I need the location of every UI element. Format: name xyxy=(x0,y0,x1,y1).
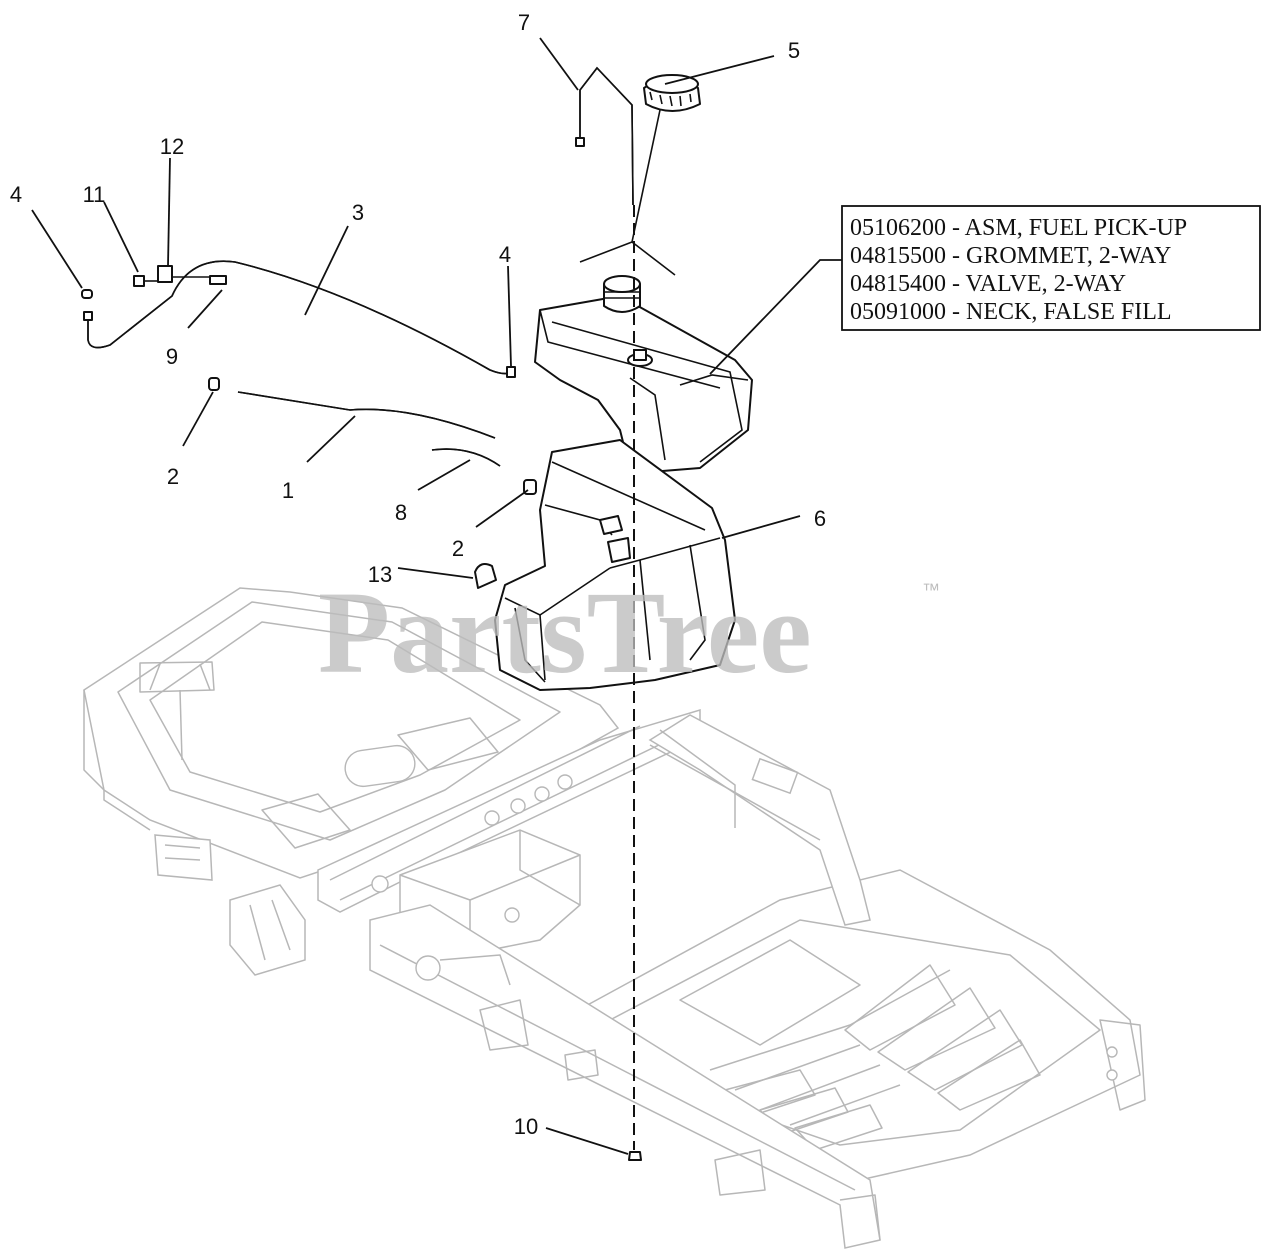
fitting-item-4-left xyxy=(81,289,93,299)
legend-box xyxy=(841,205,1261,331)
callout-2-left: 2 xyxy=(167,464,179,489)
callout-4-left: 4 xyxy=(10,182,22,207)
callout-12: 12 xyxy=(160,134,184,159)
callout-13: 13 xyxy=(368,562,392,587)
callout-10: 10 xyxy=(514,1114,538,1139)
valve-item-12 xyxy=(157,265,173,283)
legend-line-grommet: 04815500 - GROMMET, 2-WAY xyxy=(850,243,1171,269)
callout-labels: 7 5 12 4 11 3 4 9 2 1 8 2 6 13 10 xyxy=(10,10,826,1139)
frame-right-rail xyxy=(648,714,871,926)
clamp-item-2-left xyxy=(208,377,220,391)
callout-5: 5 xyxy=(788,38,800,63)
frame-cross-member xyxy=(317,708,701,913)
tank-lower-body xyxy=(494,439,736,691)
callout-7: 7 xyxy=(518,10,530,35)
tank-upper-body xyxy=(534,295,753,473)
grommet-item-11 xyxy=(133,275,145,287)
frame-front-bracket xyxy=(229,884,306,976)
chassis-frame xyxy=(83,587,1146,1249)
fuel-hose xyxy=(237,391,496,439)
callout-4-right: 4 xyxy=(499,242,511,267)
frame-round-cutout xyxy=(344,744,416,788)
callout-1: 1 xyxy=(282,478,294,503)
fitting-item-9 xyxy=(209,275,227,285)
frame-left-rail xyxy=(369,904,881,1249)
callout-8: 8 xyxy=(395,500,407,525)
watermark: PartsTree ™ xyxy=(318,567,940,698)
callout-3: 3 xyxy=(352,200,364,225)
callout-9: 9 xyxy=(166,344,178,369)
watermark-trademark: ™ xyxy=(922,580,940,600)
legend-line-neck: 05091000 - NECK, FALSE FILL xyxy=(850,299,1172,325)
callout-2-right: 2 xyxy=(452,536,464,561)
parts-legend: 05106200 - ASM, FUEL PICK-UP 04815500 - … xyxy=(841,205,1261,331)
watermark-text: PartsTree xyxy=(318,567,812,698)
callout-6: 6 xyxy=(814,506,826,531)
p-clip-item-13 xyxy=(474,563,497,589)
fuel-cap xyxy=(579,74,701,276)
legend-line-valve: 04815400 - VALVE, 2-WAY xyxy=(850,271,1126,297)
frame-left-pan-inner xyxy=(117,601,561,841)
leader-lines xyxy=(31,37,842,1155)
callout-11: 11 xyxy=(83,182,106,207)
short-hose xyxy=(431,448,501,467)
legend-line-fuel-pickup: 05106200 - ASM, FUEL PICK-UP xyxy=(850,215,1187,241)
vent-hose xyxy=(83,260,516,378)
nut-item-10 xyxy=(628,1151,642,1161)
fuel-tank xyxy=(494,275,753,691)
fuel-pickup-tube xyxy=(575,66,634,206)
